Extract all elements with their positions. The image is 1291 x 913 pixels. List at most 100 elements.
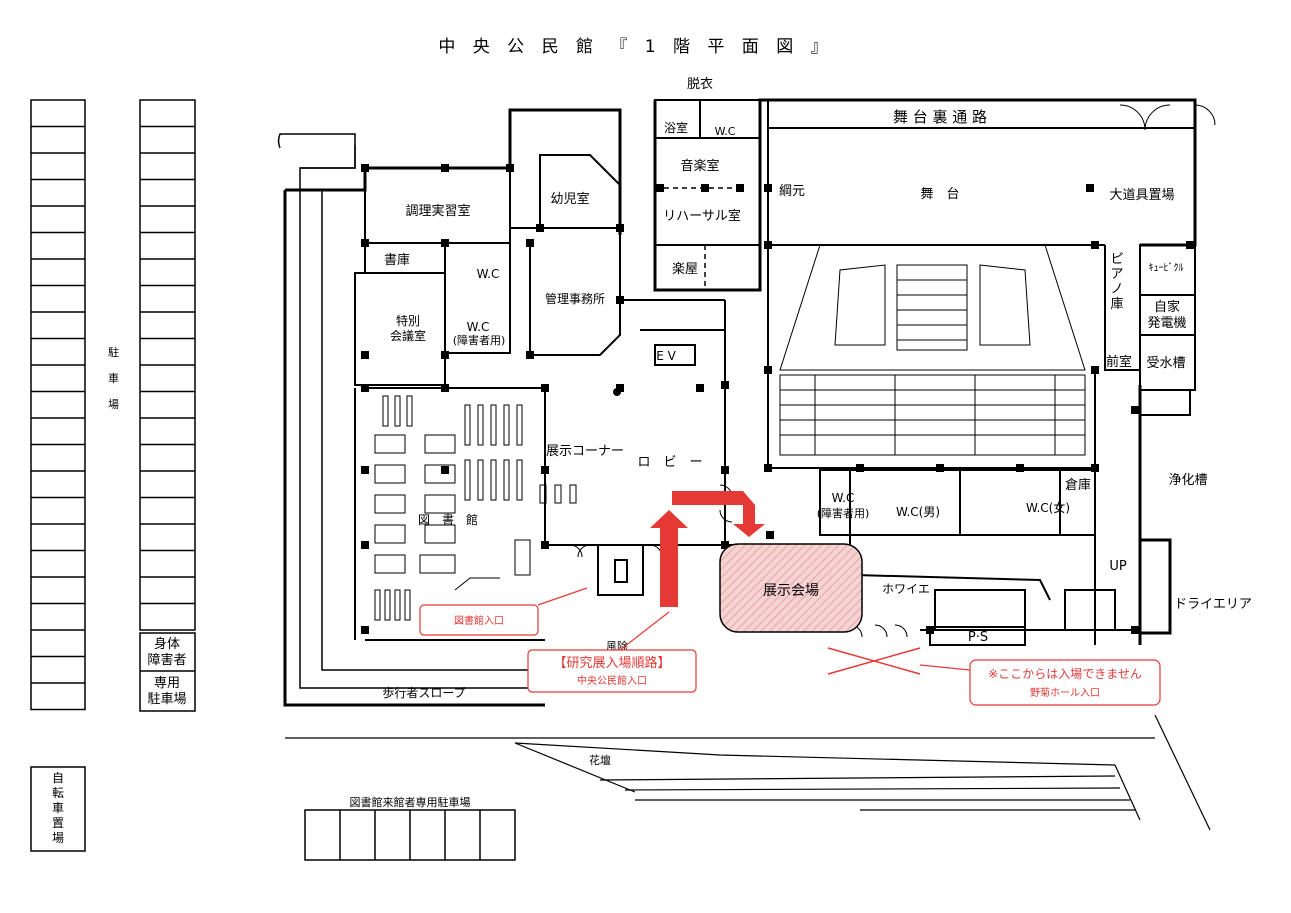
column-post <box>361 164 369 172</box>
label-foyer: ホワイエ <box>882 582 930 596</box>
column-post <box>361 626 369 634</box>
label-generator-top: 自家 <box>1154 299 1180 315</box>
bicycle-parking <box>30 766 86 852</box>
column-post <box>701 184 709 192</box>
column-post <box>764 366 772 374</box>
column-post <box>541 541 549 549</box>
label-wc-top: W.C <box>715 125 736 138</box>
column-post <box>526 239 534 247</box>
column-post <box>766 531 774 539</box>
column-post <box>1091 366 1099 374</box>
column-post <box>361 351 369 359</box>
auditorium <box>779 244 1086 456</box>
label-backstage: 舞 台 裏 通 路 <box>893 108 987 126</box>
route-subtitle: 中央公民館入口 <box>577 674 647 687</box>
label-green-room: 楽屋 <box>672 261 698 277</box>
column-post <box>616 384 624 392</box>
label-dry-area: ドライエリア <box>1174 597 1252 612</box>
library-parking-label: 図書館来館者専用駐車場 <box>350 795 471 809</box>
column-post <box>764 184 772 192</box>
column-post <box>1091 241 1099 249</box>
column-post <box>541 384 549 392</box>
column-post <box>1186 241 1194 249</box>
label-bath: 浴室 <box>664 120 688 135</box>
label-warehouse: 倉庫 <box>1065 478 1091 493</box>
column-post <box>361 384 369 392</box>
bicycle-label: 自転車置場 <box>52 771 64 845</box>
column-post <box>506 164 514 172</box>
label-library: 図 書 館 <box>418 512 478 527</box>
flowerbed-lines <box>285 714 1211 831</box>
disabled-label-bottom: 障害者 <box>147 652 186 668</box>
column-post <box>441 351 449 359</box>
label-up: UP <box>1109 559 1127 574</box>
column-post <box>441 466 449 474</box>
label-cooking: 調理実習室 <box>405 203 470 219</box>
column-post <box>536 224 544 232</box>
exhibit-hall-label: 展示会場 <box>763 583 819 599</box>
column-post <box>1131 626 1139 634</box>
dedicated-label-top: 専用 <box>154 676 180 691</box>
label-exhibit-corner: 展示コーナー <box>546 444 624 459</box>
slope-label: 歩行者スロープ <box>382 685 465 700</box>
route-arrows <box>650 491 765 607</box>
column-post <box>721 541 729 549</box>
column-post <box>616 224 624 232</box>
flowerbed-label: 花壇 <box>589 753 611 767</box>
parking-right <box>139 99 196 631</box>
dedicated-label-bottom: 駐車場 <box>147 692 186 707</box>
column-post <box>441 384 449 392</box>
column-post <box>1091 464 1099 472</box>
column-post <box>736 184 744 192</box>
no-entry-subtitle: 野菊ホール入口 <box>1030 687 1100 699</box>
column-post <box>764 464 772 472</box>
parking-left <box>30 99 86 711</box>
label-props: 大道具置場 <box>1109 188 1174 203</box>
label-music: 音楽室 <box>680 158 719 174</box>
label-rigging: 綱元 <box>779 184 805 199</box>
exhibit-hall <box>719 543 863 633</box>
label-front-room: 前室 <box>1106 354 1132 370</box>
dashed-partitions <box>655 187 745 290</box>
label-generator-bottom: 発電機 <box>1147 316 1186 331</box>
column-post <box>441 164 449 172</box>
label-office: 管理事務所 <box>545 291 605 306</box>
column-post <box>656 184 664 192</box>
column-post <box>721 381 729 389</box>
label-special-bottom: 会議室 <box>390 328 426 343</box>
page-title: 中 央 公 民 館 『 1 階 平 面 図 』 <box>438 37 833 57</box>
column-post <box>1016 464 1024 472</box>
column-post <box>696 384 704 392</box>
label-special-top: 特別 <box>396 313 420 328</box>
column-post <box>541 466 549 474</box>
route-title: 【研究展入場順路】 <box>553 655 670 671</box>
label-wc-men: W.C(男) <box>896 505 940 519</box>
parking-label: 駐車場 <box>108 345 119 411</box>
route-arrow-turn <box>672 491 765 537</box>
column-post <box>721 466 729 474</box>
slope-walls <box>277 133 545 689</box>
label-rehearsal: リハーサル室 <box>663 208 741 224</box>
column-post <box>616 296 624 304</box>
label-water-tank: 受水槽 <box>1146 356 1185 371</box>
label-piano: ピアノ庫 <box>1110 252 1123 312</box>
column-post <box>936 464 944 472</box>
route-arrow-up <box>650 510 688 607</box>
label-storage-books: 書庫 <box>384 253 410 268</box>
label-cubicle: ｷｭｰﾋﾞｸﾙ <box>1149 262 1184 274</box>
route-callout: 【研究展入場順路】 中央公民館入口 <box>527 611 697 693</box>
label-wc-h: W.C <box>832 491 855 505</box>
column-post <box>361 466 369 474</box>
ps-box <box>929 626 1026 646</box>
no-entry-cross <box>827 647 921 675</box>
library-shelves <box>374 395 577 621</box>
lobby-column <box>613 388 621 396</box>
no-entry-callout: ※ここからは入場できません 野菊ホール入口 <box>919 659 1161 706</box>
column-post <box>441 239 449 247</box>
no-entry-title: ※ここからは入場できません <box>988 667 1142 681</box>
column-post <box>856 464 864 472</box>
label-stage: 舞 台 <box>920 187 959 202</box>
label-wc-women: W.C(女) <box>1026 500 1070 515</box>
label-wc: W.C <box>477 267 500 281</box>
